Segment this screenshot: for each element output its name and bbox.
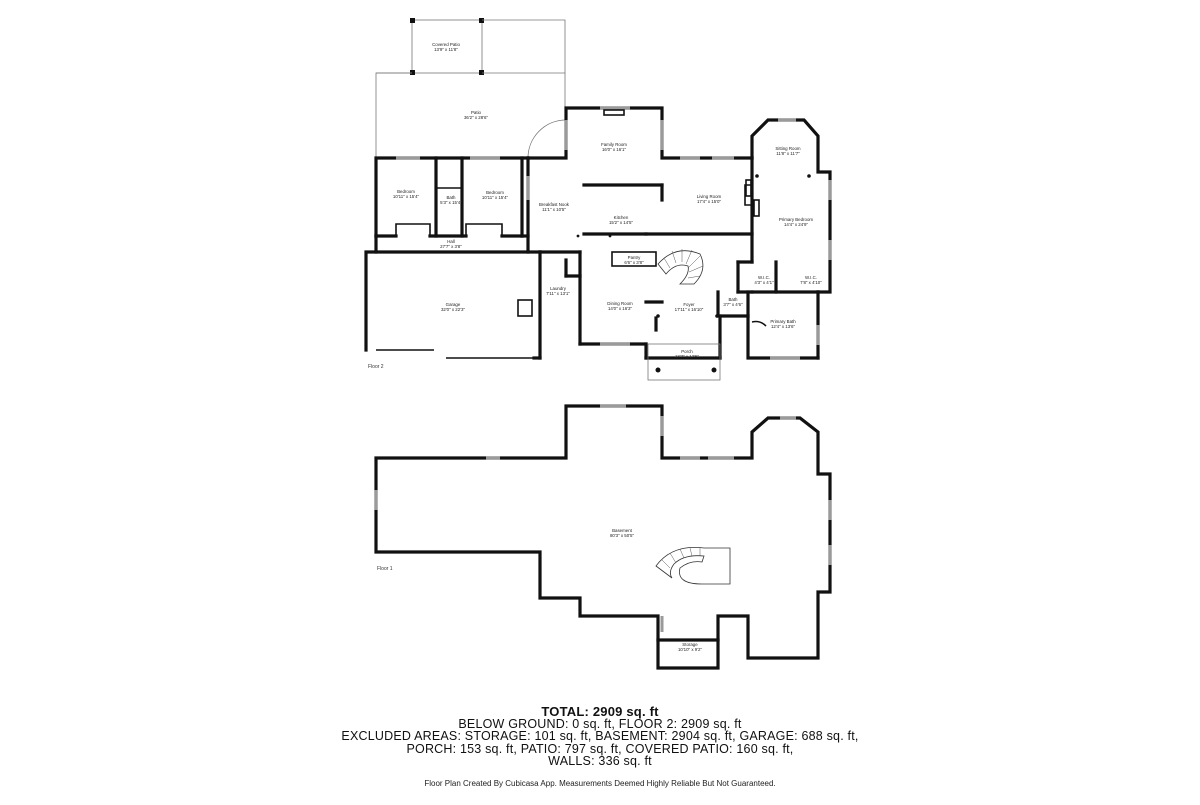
floor-2-stair (657, 249, 704, 285)
total-area: TOTAL: 2909 sq. ft (541, 704, 659, 719)
summary-line-1: BELOW GROUND: 0 sq. ft, FLOOR 2: 2909 sq… (458, 717, 742, 732)
summary-line-4: WALLS: 336 sq. ft (548, 753, 652, 768)
garage-walls (364, 250, 542, 352)
porch-outline (647, 343, 721, 381)
summary-line-2: EXCLUDED AREAS: STORAGE: 101 sq. ft, BAS… (341, 729, 859, 744)
floor-2-label: Floor 2 (368, 364, 384, 370)
floor-1-label: Floor 1 (377, 566, 393, 572)
disclaimer-text: Floor Plan Created By Cubicasa App. Meas… (424, 779, 776, 788)
family-room-walls (526, 106, 754, 160)
summary-line-3: PORCH: 153 sq. ft, PATIO: 797 sq. ft, CO… (406, 741, 794, 756)
floor-1-stair (655, 547, 731, 585)
patio-outline (375, 72, 412, 158)
area-summary: TOTAL: 2909 sq. ft BELOW GROUND: 0 sq. f… (0, 704, 1200, 768)
basement-walls (374, 404, 832, 670)
covered-patio-outline (411, 19, 483, 74)
room-label-wic-2: W.I.C.7'8" x 4'10" (800, 275, 822, 285)
room-label-wic-1: W.I.C.4'3" x 4'1" (754, 275, 774, 285)
